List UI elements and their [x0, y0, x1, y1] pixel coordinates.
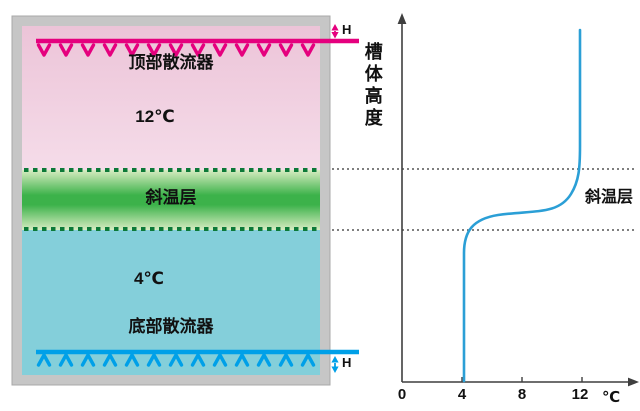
top-diffuser	[36, 38, 359, 57]
top-diffuser-label: 顶部散流器	[128, 53, 214, 72]
bottom-gap-arrow	[331, 356, 339, 373]
x-axis-unit-label: ℃	[602, 389, 621, 406]
thermocline-layer	[22, 170, 320, 230]
thermocline-guide-lines	[332, 168, 637, 231]
warm-temp-label: 12℃	[135, 107, 175, 126]
top-gap-label: H	[342, 22, 352, 37]
x-tick-label-12: 12	[571, 386, 589, 403]
x-axis-arrowhead	[628, 377, 639, 387]
warm-water-layer	[22, 26, 320, 170]
curve-thermocline-label: 斜温层	[585, 189, 634, 206]
tank-thermocline-label: 斜温层	[145, 188, 197, 207]
bottom-gap-label: H	[342, 355, 352, 370]
y-axis-arrowhead	[397, 13, 407, 24]
top-gap-arrow	[331, 24, 339, 39]
y-axis-title: 槽体高度	[362, 42, 383, 130]
bottom-diffuser	[36, 349, 359, 367]
bottom-diffuser-label: 底部散流器	[128, 317, 214, 336]
x-tick-label-0: 0	[397, 386, 407, 403]
x-axis-ticks	[461, 377, 583, 382]
x-tick-label-8: 8	[517, 386, 527, 403]
x-tick-label-4: 4	[457, 386, 467, 403]
chart-axes	[401, 22, 634, 383]
temperature-profile-curve	[462, 28, 582, 383]
thermocline-boundaries	[24, 168, 318, 231]
cold-temp-label: 4℃	[133, 269, 165, 288]
